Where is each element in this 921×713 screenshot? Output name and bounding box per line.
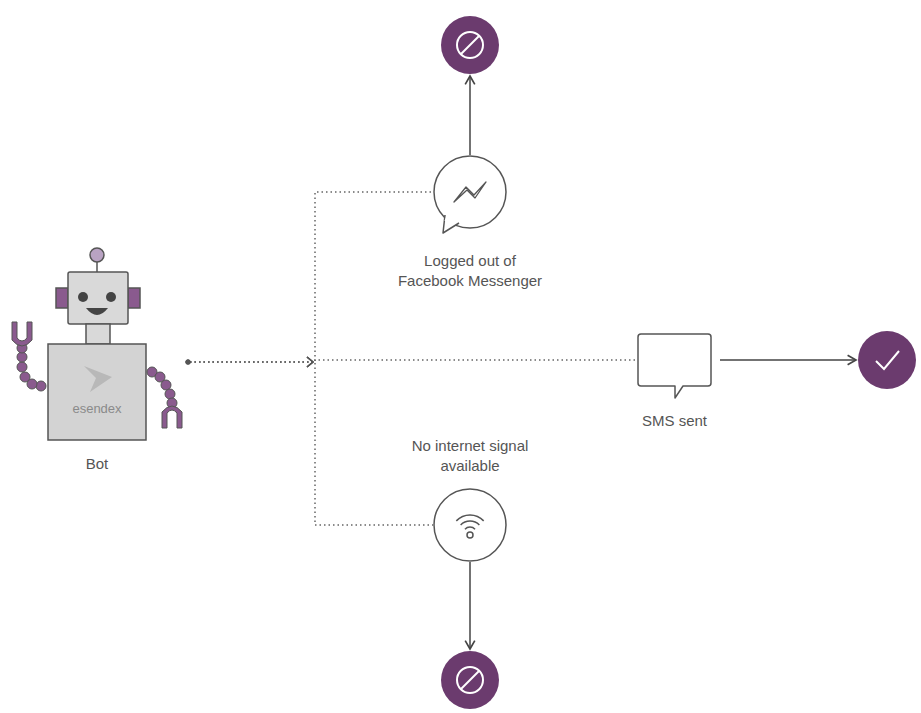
dotted-connector	[190, 362, 433, 525]
arrow-connector	[469, 76, 471, 155]
messenger-icon: Logged out of Facebook Messenger	[433, 155, 507, 229]
speech-bubble	[638, 334, 711, 398]
dotted-connector	[190, 192, 433, 362]
purple-circle	[441, 651, 499, 709]
bubble-tail-mask	[445, 216, 455, 221]
purple-circle	[441, 16, 499, 74]
success-circle	[858, 331, 916, 389]
robot-bot: esendexBot	[10, 240, 190, 485]
junction-arrowhead	[307, 357, 313, 367]
wifi-shape	[433, 488, 507, 562]
junction-arrowhead	[307, 357, 313, 367]
check-mark	[876, 351, 899, 369]
wifi-arc	[465, 527, 475, 529]
start-dot	[186, 360, 191, 365]
bubble-tail	[443, 215, 459, 233]
junction-arrowhead	[307, 357, 313, 367]
dotted-connector	[190, 360, 637, 362]
check-shape	[858, 331, 916, 389]
node-label: No internet signal available	[410, 436, 530, 477]
prohibit-symbol	[457, 32, 483, 58]
prohibit-symbol	[457, 667, 483, 693]
purple-circle	[858, 331, 916, 389]
prohibit-slash	[461, 36, 479, 54]
node-label: Bot	[86, 454, 109, 474]
robot	[12, 248, 182, 440]
sms-bubble: SMS sent	[637, 333, 712, 387]
prohibit-slash	[461, 671, 479, 689]
arrow-connector	[720, 359, 856, 361]
messenger-shape	[433, 155, 507, 229]
node-label: Logged out of Facebook Messenger	[395, 251, 545, 292]
logo-text: esendex	[72, 400, 121, 418]
wifi-dot	[467, 532, 473, 538]
start-dot	[186, 360, 191, 365]
wifi-arc	[461, 521, 480, 525]
prohibit-shape	[441, 16, 499, 74]
blocked-circle	[441, 16, 499, 74]
node-label: SMS sent	[642, 411, 707, 431]
start-dot	[186, 360, 191, 365]
messenger-logo	[454, 182, 486, 202]
blocked-circle	[441, 651, 499, 709]
wifi-icon: No internet signal available	[433, 488, 507, 562]
sms-shape	[637, 333, 712, 387]
wifi-arc	[456, 515, 483, 521]
icon-circle	[434, 489, 506, 561]
prohibit-shape	[441, 651, 499, 709]
arrow-connector	[469, 562, 471, 649]
